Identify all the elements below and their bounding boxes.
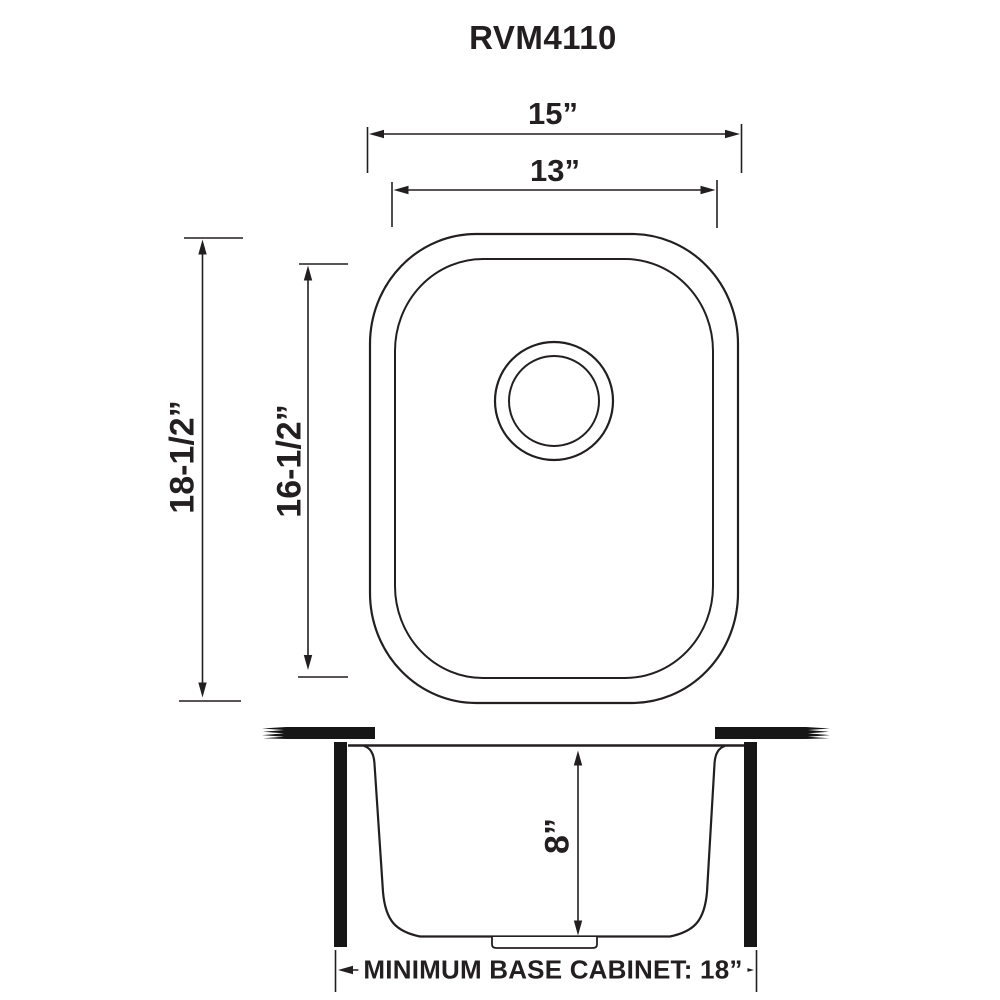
drain-inner-circle [508,355,600,447]
arrow-left-icon [393,185,409,195]
arrow-up-icon [198,239,207,255]
top-view [368,232,740,705]
outer-length-label: 18-1/2” [163,400,202,514]
arrow-down-icon [198,682,207,698]
section-view [262,727,830,949]
drain-outer-circle [493,340,615,462]
cabinet-side-right [744,742,757,947]
dim-outer-width [366,124,743,173]
base-cabinet-label: MINIMUM BASE CABINET: 18” [358,954,748,986]
inner-width-label: 13” [530,153,580,188]
arrow-left-icon [338,965,353,975]
dim-bowl-depth [573,750,583,936]
bowl-section-outline [363,744,726,938]
arrow-up-icon [573,750,583,766]
countertop-right [715,727,830,739]
sink-inner-bowl [394,258,714,679]
arrow-down-icon [573,920,583,936]
dim-inner-length [298,263,348,678]
sink-outer-rim [368,232,740,705]
bowl-depth-label: 8” [538,818,577,854]
arrow-up-icon [303,265,313,281]
model-number-title: RVM4110 [469,19,617,56]
arrow-left-icon [369,129,384,139]
countertop-left [262,727,375,739]
arrow-down-icon [303,655,313,670]
dim-inner-width [391,180,718,228]
arrow-right-icon [700,185,716,195]
outer-width-label: 15” [528,96,578,131]
dim-outer-length [179,237,243,702]
arrow-right-icon [725,129,740,139]
inner-length-label: 16-1/2” [270,404,309,518]
drain-fitting [491,937,598,949]
cabinet-side-left [334,742,347,947]
